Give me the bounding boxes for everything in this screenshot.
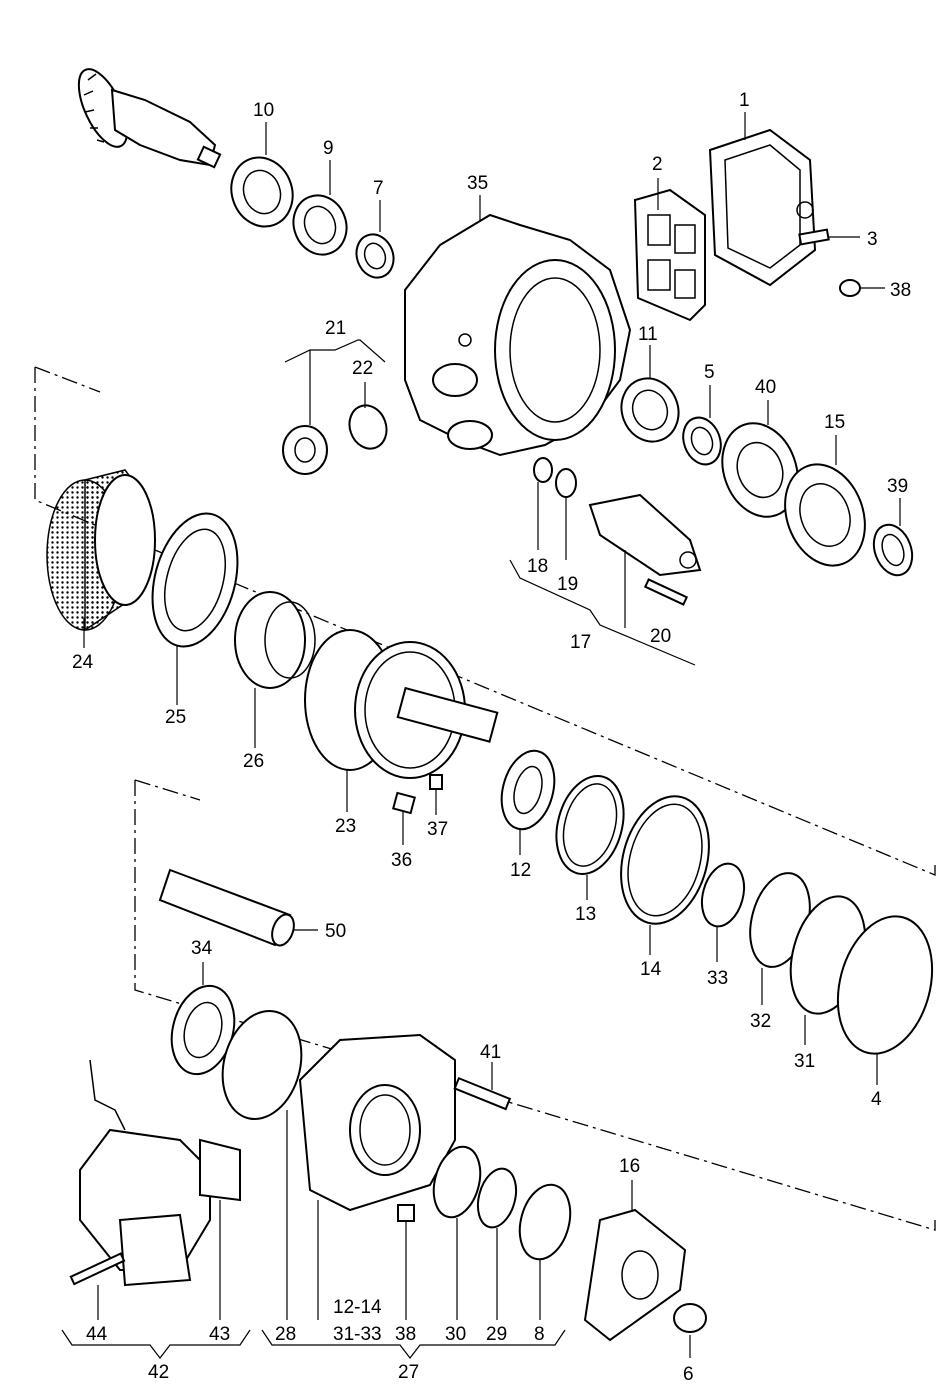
- needle-bearing-39: [872, 523, 914, 577]
- gear-21: [282, 425, 328, 475]
- label-43: 43: [209, 1324, 230, 1345]
- label-29: 29: [486, 1324, 507, 1345]
- bearing-race-7: [355, 233, 395, 279]
- disc-34: [170, 984, 236, 1076]
- label-30: 30: [445, 1324, 466, 1345]
- label-6: 6: [683, 1364, 694, 1385]
- label-38a: 38: [890, 280, 911, 301]
- label-8: 8: [534, 1324, 545, 1345]
- control-unit-42: [79, 1059, 211, 1287]
- label-35: 35: [467, 173, 488, 194]
- bearing-5: [682, 416, 722, 466]
- coupling-23: [304, 629, 499, 779]
- o-ring-19: [555, 468, 577, 498]
- label-19: 19: [557, 574, 578, 595]
- bearing-11: [620, 377, 680, 443]
- label-9: 9: [323, 138, 334, 159]
- label-4: 4: [871, 1089, 882, 1110]
- ring-14: [620, 795, 710, 925]
- seal-15: [784, 463, 866, 567]
- label-21: 21: [325, 318, 346, 339]
- label-27: 27: [398, 1362, 419, 1383]
- label-16: 16: [619, 1156, 640, 1177]
- gasket-43: [199, 1138, 241, 1202]
- housing-cover: [708, 128, 817, 287]
- label-38b: 38: [395, 1324, 416, 1345]
- label-42: 42: [148, 1362, 169, 1383]
- label-39: 39: [887, 476, 908, 497]
- label-44: 44: [86, 1324, 108, 1345]
- label-32: 32: [750, 1011, 771, 1032]
- screw-44: [69, 1252, 126, 1286]
- label-11: 11: [638, 324, 658, 345]
- callout-labels: 1 2 3 38 10 9 7 35 11 5 40 15 39 21 22 1…: [72, 90, 911, 1385]
- o-ring-28: [221, 1009, 303, 1121]
- label-5: 5: [704, 362, 715, 383]
- label-1: 1: [739, 90, 750, 111]
- flange-16: [583, 1208, 687, 1342]
- shaft-seal: [230, 156, 294, 228]
- shim-40: [721, 422, 799, 518]
- seal-8: [518, 1183, 572, 1261]
- label-12: 12: [510, 860, 531, 881]
- label-3: 3: [867, 229, 878, 250]
- clutch-drum-24: [46, 469, 156, 632]
- o-ring-4: [836, 915, 934, 1055]
- o-ring-22: [348, 404, 388, 450]
- label-14: 14: [640, 959, 662, 980]
- seal-33: [700, 862, 746, 928]
- ring-12: [500, 749, 556, 831]
- label-33: 33: [707, 968, 728, 989]
- bolt-41: [453, 1076, 512, 1111]
- ring-13: [555, 774, 625, 876]
- label-31: 31: [794, 1051, 815, 1072]
- screw-20: [643, 578, 689, 606]
- circlip-29: [476, 1167, 518, 1229]
- label-2: 2: [652, 154, 663, 175]
- plug-38: [839, 279, 861, 297]
- tapered-bearing-9: [292, 194, 348, 256]
- leader-lines: [61, 112, 901, 1359]
- label-41: 41: [480, 1042, 501, 1063]
- part-37: [429, 774, 443, 790]
- pinion-shaft: [77, 68, 222, 169]
- pump-housing-27: [298, 1033, 456, 1212]
- o-ring-18: [533, 457, 553, 483]
- label-7: 7: [373, 178, 384, 199]
- label-26: 26: [243, 751, 264, 772]
- label-40: 40: [755, 377, 776, 398]
- gear-26: [234, 591, 316, 689]
- label-group-12-14: 12-14: [333, 1297, 382, 1318]
- label-25: 25: [165, 707, 186, 728]
- sensor-17: [588, 493, 702, 577]
- label-37: 37: [427, 819, 448, 840]
- seal-30: [432, 1145, 482, 1219]
- label-50: 50: [325, 921, 346, 942]
- label-15: 15: [824, 412, 845, 433]
- label-22: 22: [352, 358, 373, 379]
- plug-38b: [397, 1204, 415, 1222]
- label-36: 36: [391, 850, 412, 871]
- label-group-31-33: 31-33: [333, 1324, 382, 1345]
- nut-6: [673, 1303, 707, 1333]
- label-13: 13: [575, 904, 596, 925]
- label-10: 10: [253, 100, 274, 121]
- label-20: 20: [650, 626, 671, 647]
- part-36: [392, 791, 416, 815]
- label-34: 34: [191, 938, 213, 959]
- group-boundary-lines: [34, 366, 936, 1231]
- gasket: [633, 188, 706, 322]
- label-18: 18: [527, 556, 548, 577]
- label-24: 24: [72, 652, 94, 673]
- label-23: 23: [335, 816, 356, 837]
- shaft-50: [158, 868, 295, 947]
- cover-bolt: [798, 228, 830, 246]
- label-17: 17: [570, 632, 591, 653]
- label-28: 28: [275, 1324, 296, 1345]
- main-housing: [404, 213, 632, 457]
